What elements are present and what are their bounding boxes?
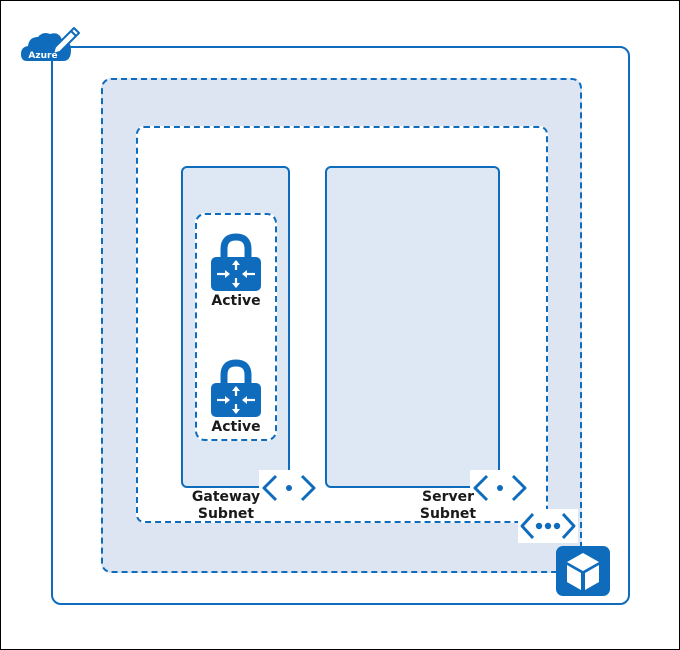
virtual-network-icon <box>518 509 578 543</box>
server-subnet-icon <box>470 470 530 506</box>
gateway-subnet-label-line1: Gateway <box>191 489 261 505</box>
vpn-gateway-lock-icon <box>211 359 261 417</box>
gateway-2-label: Active <box>211 419 261 435</box>
gateway-1-label: Active <box>211 293 261 309</box>
gateway-subnet-label-line2: Subnet <box>197 506 255 522</box>
server-subnet-label: Server Subnet <box>401 489 495 523</box>
azure-badge-label: Azure <box>28 51 57 61</box>
resource-group-cube-icon <box>556 546 610 596</box>
server-subnet-label-line2: Subnet <box>419 506 477 522</box>
server-subnet-label-line1: Server <box>421 489 474 505</box>
azure-cloud-pencil-icon: Azure <box>21 27 80 61</box>
gateway-subnet-label: Gateway Subnet <box>181 489 271 523</box>
vpn-gateway-lock-icon <box>211 233 261 291</box>
gateway-subnet-icon <box>259 470 319 506</box>
server-subnet-box <box>325 166 500 488</box>
